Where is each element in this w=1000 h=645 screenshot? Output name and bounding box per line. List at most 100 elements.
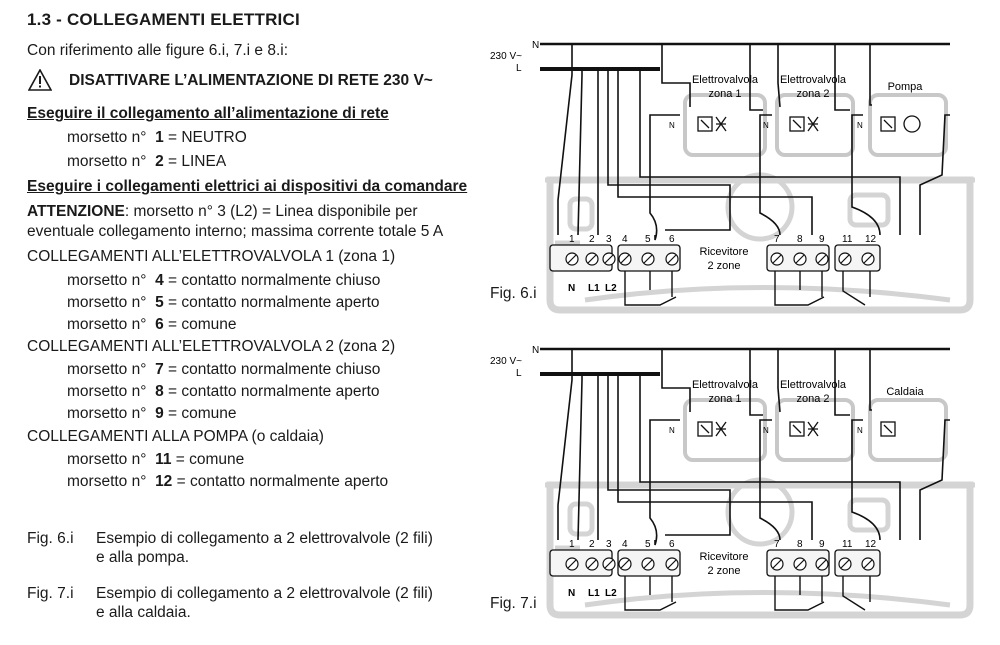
- supply-item-2: morsetto n° 2 = LINEA: [67, 153, 227, 170]
- terminal-screw-slot: [817, 559, 827, 569]
- figure-label: Fig. 6.i: [490, 285, 537, 302]
- terminal-screw-slot: [863, 254, 873, 264]
- caption-ref-7i: Fig. 7.i: [27, 585, 74, 602]
- valve1-neutral-label: N: [669, 121, 675, 130]
- terminal-screw-slot: [567, 254, 577, 264]
- device3-label: Caldaia: [886, 386, 924, 398]
- valve1-label: Elettrovalvola: [692, 74, 759, 86]
- caption-7i-line1: Esempio di collegamento a 2 elettrovalvo…: [96, 585, 433, 602]
- attention-line-2: eventuale collegamento interno; massima …: [27, 223, 444, 240]
- device3-label: Pompa: [888, 81, 924, 93]
- mains-neutral-label: N: [532, 345, 539, 356]
- valve2-item-7: morsetto n° 7 = contatto normalmente chi…: [67, 361, 381, 378]
- terminal-number: 3: [606, 539, 612, 550]
- terminal-screw-slot: [604, 254, 614, 264]
- terminal-screw-slot: [604, 559, 614, 569]
- valve1-neutral-label: N: [669, 426, 675, 435]
- mains-voltage-label: 230 V~: [490, 356, 522, 367]
- mains-voltage-label: 230 V~: [490, 51, 522, 62]
- terminal-screw-slot: [795, 254, 805, 264]
- terminal-number: 7: [774, 234, 780, 245]
- valve1-item-4: morsetto n° 4 = contatto normalmente chi…: [67, 272, 381, 289]
- valve2-label: Elettrovalvola: [780, 379, 847, 391]
- terminal-screw-slot: [795, 559, 805, 569]
- pump-heading: COLLEGAMENTI ALLA POMPA (o caldaia): [27, 428, 324, 445]
- terminal-screw-slot: [840, 559, 850, 569]
- terminal-number: 1: [569, 539, 575, 550]
- terminal-number: 9: [819, 234, 825, 245]
- terminal-number: 7: [774, 539, 780, 550]
- terminal-number: 11: [842, 539, 853, 550]
- terminal-number: 12: [865, 234, 877, 245]
- terminal-screw-slot: [620, 559, 630, 569]
- valve2-heading: COLLEGAMENTI ALL’ELETTROVALVOLA 2 (zona …: [27, 338, 396, 355]
- wiring-diagram-fig-6i: N 230 V~ L N N N Elettrovalvola zona 1 E…: [480, 35, 1000, 340]
- device3-neutral-label: N: [857, 426, 863, 435]
- terminal-number: 8: [797, 234, 803, 245]
- terminal-screw-slot: [772, 254, 782, 264]
- terminal-screw-slot: [620, 254, 630, 264]
- terminal-screw-slot: [863, 559, 873, 569]
- valve2-zone-label: zona 2: [796, 88, 829, 100]
- valve1-item-6: morsetto n° 6 = comune: [67, 316, 237, 333]
- terminal-number: 9: [819, 539, 825, 550]
- caption-6i-line1: Esempio di collegamento a 2 elettrovalvo…: [96, 530, 433, 547]
- supply-heading: Eseguire il collegamento all’alimentazio…: [27, 105, 389, 122]
- warning-icon: [28, 69, 52, 91]
- receiver-label: Ricevitore: [700, 246, 749, 258]
- terminal-screw-slot: [667, 254, 677, 264]
- terminal-screw-slot: [567, 559, 577, 569]
- figure-label: Fig. 7.i: [490, 595, 537, 612]
- wiring-diagram-fig-7i: N 230 V~ L N N N Elettrovalvola zona 1 E…: [480, 340, 1000, 645]
- supply-item-1: morsetto n° 1 = NEUTRO: [67, 129, 247, 146]
- wiring-diagram-svg: N 230 V~ L N N N Elettrovalvola zona 1 E…: [490, 345, 975, 619]
- terminal-screw-slot: [643, 254, 653, 264]
- terminal-number: 6: [669, 234, 675, 245]
- terminal-number: 5: [645, 539, 651, 550]
- terminal-screw-slot: [587, 559, 597, 569]
- terminal-number: 5: [645, 234, 651, 245]
- valve2-label: Elettrovalvola: [780, 74, 847, 86]
- bottom-terminal-label: N: [568, 283, 575, 294]
- bottom-terminal-label: L1: [588, 588, 600, 599]
- valve1-item-5: morsetto n° 5 = contatto normalmente ape…: [67, 294, 380, 311]
- valve1-zone-label: zona 1: [708, 393, 741, 405]
- receiver-zones-label: 2 zone: [707, 565, 740, 577]
- device3-neutral-label: N: [857, 121, 863, 130]
- terminal-number: 4: [622, 539, 628, 550]
- intro-text: Con riferimento alle figure 6.i, 7.i e 8…: [27, 42, 289, 59]
- terminal-screw-slot: [840, 254, 850, 264]
- valve2-item-9: morsetto n° 9 = comune: [67, 405, 237, 422]
- pump-item-12: morsetto n° 12 = contatto normalmente ap…: [67, 473, 389, 490]
- mains-neutral-label: N: [532, 40, 539, 51]
- terminal-number: 4: [622, 234, 628, 245]
- bottom-terminal-label: L2: [605, 283, 617, 294]
- warning-text: DISATTIVARE L’ALIMENTAZIONE DI RETE 230 …: [69, 72, 433, 89]
- section-title: 1.3 - COLLEGAMENTI ELETTRICI: [27, 10, 300, 29]
- bottom-terminal-label: N: [568, 588, 575, 599]
- terminal-screw-slot: [817, 254, 827, 264]
- terminal-screw-slot: [667, 559, 677, 569]
- caption-7i-line2: e alla caldaia.: [96, 604, 191, 621]
- terminal-number: 1: [569, 234, 575, 245]
- receiver-label: Ricevitore: [700, 551, 749, 563]
- valve1-heading: COLLEGAMENTI ALL’ELETTROVALVOLA 1 (zona …: [27, 248, 396, 265]
- mains-line-label: L: [516, 368, 522, 379]
- caption-ref-6i: Fig. 6.i: [27, 530, 74, 547]
- bottom-terminal-label: L1: [588, 283, 600, 294]
- terminal-number: 3: [606, 234, 612, 245]
- terminal-number: 12: [865, 539, 877, 550]
- terminal-number: 2: [589, 539, 595, 550]
- caption-6i-line2: e alla pompa.: [96, 549, 190, 566]
- terminal-screw-slot: [643, 559, 653, 569]
- valve2-item-8: morsetto n° 8 = contatto normalmente ape…: [67, 383, 380, 400]
- terminal-screw-slot: [587, 254, 597, 264]
- bottom-terminal-label: L2: [605, 588, 617, 599]
- valve2-neutral-label: N: [763, 426, 769, 435]
- receiver-zones-label: 2 zone: [707, 260, 740, 272]
- terminal-screw-slot: [772, 559, 782, 569]
- valve2-zone-label: zona 2: [796, 393, 829, 405]
- wiring-diagram-svg: N 230 V~ L N N N Elettrovalvola zona 1 E…: [490, 40, 975, 314]
- terminal-number: 2: [589, 234, 595, 245]
- terminal-number: 6: [669, 539, 675, 550]
